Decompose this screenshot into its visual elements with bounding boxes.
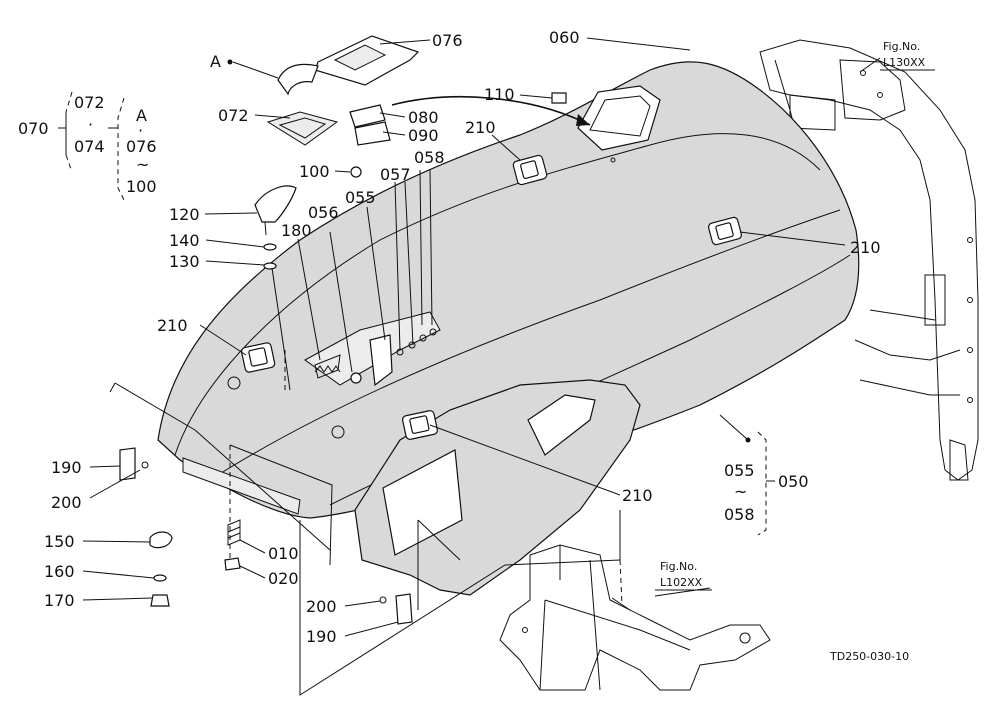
- fig-top-title: Fig.No.: [883, 40, 920, 53]
- label-210-top: 210: [465, 118, 496, 137]
- label-050-tilde: ~: [734, 482, 747, 501]
- label-120: 120: [169, 205, 200, 224]
- label-210-right: 210: [850, 238, 881, 257]
- rear-frame-drawing: [759, 39, 979, 481]
- fig-top-code: L130XX: [883, 56, 926, 69]
- label-058: 058: [414, 148, 445, 167]
- fig-bottom-code: L102XX: [660, 576, 703, 589]
- label-200-left: 200: [51, 493, 82, 512]
- label-050: 050: [778, 472, 809, 491]
- label-170: 170: [44, 591, 75, 610]
- fig-bottom-title: Fig.No.: [660, 560, 697, 573]
- label-a-top: A: [210, 52, 221, 71]
- fig-ref-top: Fig.No. L130XX: [880, 40, 935, 71]
- label-190-bottom: 190: [306, 627, 337, 646]
- label-070-dot2: ·: [138, 121, 143, 140]
- label-080: 080: [408, 108, 439, 127]
- part-120-knob: [254, 185, 297, 270]
- part-072-sheet: [266, 111, 339, 146]
- label-050-058: 058: [724, 505, 755, 524]
- label-057: 057: [380, 165, 411, 184]
- label-100: 100: [299, 162, 330, 181]
- label-070-dot: ·: [88, 115, 93, 134]
- part-labels: 060 076 A 110 072 080 090 210 100 058 05…: [18, 28, 909, 663]
- part-076-pad: [277, 35, 420, 96]
- hood-body: [157, 61, 860, 596]
- lower-fasteners: [119, 447, 413, 625]
- label-072: 072: [218, 106, 249, 125]
- label-060: 060: [549, 28, 580, 47]
- group-050-bracket: [757, 431, 775, 536]
- label-070-a: A: [136, 106, 147, 125]
- label-056: 056: [308, 203, 339, 222]
- label-140: 140: [169, 231, 200, 250]
- front-frame-drawing: [499, 544, 771, 691]
- label-070-tilde: ~: [136, 155, 149, 174]
- label-076: 076: [432, 31, 463, 50]
- part-180-spring: [314, 365, 341, 373]
- label-160: 160: [44, 562, 75, 581]
- label-020: 020: [268, 569, 299, 588]
- label-200-bottom: 200: [306, 597, 337, 616]
- group-070-bracket: [58, 91, 125, 201]
- diagram-code: TD250-030-10: [829, 650, 909, 663]
- label-110: 110: [484, 85, 515, 104]
- fig-ref-bottom: Fig.No. L102XX: [655, 560, 712, 591]
- label-010: 010: [268, 544, 299, 563]
- label-055: 055: [345, 188, 376, 207]
- label-070-100: 100: [126, 177, 157, 196]
- label-210-bottom: 210: [622, 486, 653, 505]
- label-150: 150: [44, 532, 75, 551]
- label-190-left: 190: [51, 458, 82, 477]
- latch-parts-080-090-100: [349, 92, 567, 178]
- label-210-left: 210: [157, 316, 188, 335]
- leader-lines: [82, 37, 881, 696]
- label-130: 130: [169, 252, 200, 271]
- label-090: 090: [408, 126, 439, 145]
- label-070-076: 076: [126, 137, 157, 156]
- label-180: 180: [281, 221, 312, 240]
- label-070-072: 072: [74, 93, 105, 112]
- label-070-074: 074: [74, 137, 105, 156]
- label-050-055: 055: [724, 461, 755, 480]
- label-070: 070: [18, 119, 49, 138]
